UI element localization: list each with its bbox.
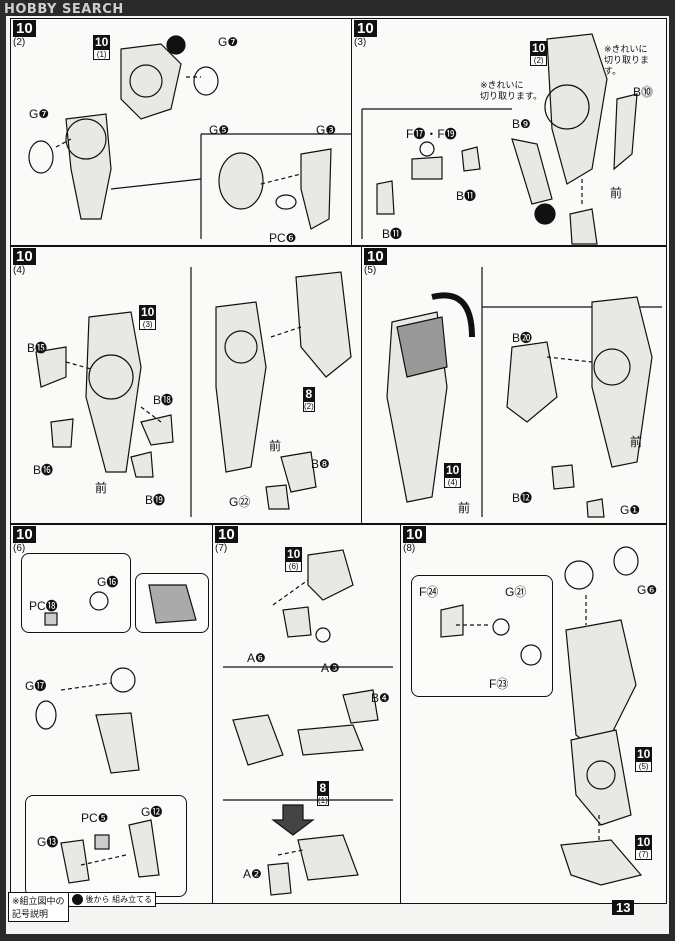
part-label-b9: B❾ — [512, 117, 531, 131]
panel-step-10-4: 10 (4) B⓯ B⓲ B⓰ B⓳ — [10, 246, 363, 524]
step-reference: 10(5) — [635, 747, 653, 772]
part-label-f17-f19: F⓱・F⓳ — [406, 127, 457, 141]
assembly-diagram — [440, 546, 643, 886]
part-label-b11: B⓫ — [456, 189, 477, 203]
step-reference: 10(3) — [139, 305, 157, 330]
legend-note: ※組立図中の記号説明 — [8, 892, 69, 922]
part-label-b15: B⓯ — [27, 341, 48, 355]
panel-step-10-7: 10 (7) A❻ A❸ B❹ A❷ 10(6) — [212, 524, 402, 904]
part-label-g7: G❼ — [218, 35, 239, 49]
part-label-g12: G⓬ — [141, 805, 163, 819]
front-direction: 前 — [95, 481, 108, 495]
assembly-diagram — [386, 267, 662, 518]
front-direction: 前 — [269, 439, 282, 453]
part-label-b11: B⓫ — [382, 227, 403, 241]
assembly-diagram — [223, 549, 393, 896]
assemble-later-icon — [72, 894, 83, 905]
step-reference: 10(1) — [93, 35, 111, 60]
part-label-f24: F㉔ — [419, 585, 439, 599]
detail-inset — [21, 553, 131, 633]
note-cut-cleanly: ※きれいに切り取ります。 — [480, 81, 543, 102]
part-label-a3: A❸ — [321, 661, 340, 675]
legend-assemble-later: 後から 組み立てる — [68, 892, 157, 907]
note-cut-cleanly: ※きれいに切り取ります。 — [604, 45, 650, 77]
sub-step: (4) — [13, 265, 26, 276]
step-number: 10 — [13, 20, 36, 37]
step-number: 10 — [215, 526, 238, 543]
step-number: 10 — [364, 248, 387, 265]
part-label-pc18: PC⓲ — [29, 599, 58, 613]
assembly-diagram — [35, 267, 352, 517]
panel-step-10-8: 10 (8) F㉔ G㉑ F㉓ G❻ 10(5) — [400, 524, 667, 904]
part-label-g21: G㉑ — [505, 585, 527, 599]
detail-inset — [411, 575, 553, 697]
sub-step: (2) — [13, 37, 26, 48]
part-label-f23: F㉓ — [489, 677, 509, 691]
sub-step: (5) — [364, 265, 377, 276]
assembly-diagram — [35, 584, 197, 884]
part-label-b12: B⓬ — [512, 491, 533, 505]
step-number: 10 — [403, 526, 426, 543]
part-label-g6: G❻ — [637, 583, 658, 597]
part-label-g1: G❶ — [620, 503, 641, 517]
step-number: 10 — [13, 526, 36, 543]
part-label-a6: A❻ — [247, 651, 266, 665]
part-label-pc6: PC❻ — [269, 231, 297, 245]
step-reference: 10(4) — [444, 463, 462, 488]
part-label-g3: G❸ — [316, 123, 337, 137]
part-label-b19: B⓳ — [145, 493, 166, 507]
sub-step: (7) — [215, 543, 228, 554]
part-label-g17: G⓱ — [25, 679, 47, 693]
front-direction: 前 — [630, 435, 643, 449]
part-label-g5: G❺ — [209, 123, 230, 137]
part-label-b18: B⓲ — [153, 393, 174, 407]
sub-step: (6) — [13, 543, 26, 554]
sub-step: (8) — [403, 543, 416, 554]
assembly-diagram — [28, 35, 351, 239]
front-direction: 前 — [458, 501, 471, 515]
panel-step-10-5: 10 (5) B⓴ B⓬ G❶ 前 前 10(4) — [361, 246, 667, 524]
step-reference: 10(6) — [285, 547, 303, 572]
page-number: 13 — [612, 900, 635, 915]
part-label-a2: A❷ — [243, 867, 262, 881]
part-label-g7: G❼ — [29, 107, 50, 121]
watermark: HOBBY SEARCH — [4, 2, 124, 17]
part-label-b20: B⓴ — [512, 331, 533, 345]
instruction-page: 10 (2) G❼ G❼ G❺ G❸ — [6, 16, 669, 934]
part-label-b8: B❽ — [311, 457, 330, 471]
panel-step-10-2: 10 (2) G❼ G❼ G❺ G❸ — [10, 18, 353, 246]
part-label-b10: B⓾ — [633, 85, 654, 99]
step-reference: 8(2) — [303, 387, 315, 412]
step-reference: 10(2) — [530, 41, 548, 66]
sub-step: (3) — [354, 37, 367, 48]
front-direction: 前 — [610, 186, 623, 200]
part-label-pc5: PC❺ — [81, 811, 109, 825]
part-label-g22: G㉒ — [229, 495, 251, 509]
step-reference: 10(7) — [635, 835, 653, 860]
panel-step-10-3: 10 (3) B⓾ B❾ F⓱・F⓳ B⓫ B⓫ 前 ※きれいに切り取り — [351, 18, 667, 246]
step-number: 10 — [13, 248, 36, 265]
part-label-b4: B❹ — [371, 691, 390, 705]
step-number: 10 — [354, 20, 377, 37]
assembly-diagram — [361, 33, 638, 245]
part-label-g13: G⓭ — [37, 835, 59, 849]
part-label-b16: B⓰ — [33, 463, 54, 477]
panel-step-10-6: 10 (6) PC⓲ G⓰ G⓱ PC❺ G⓬ G⓭ — [10, 524, 214, 904]
part-label-g16: G⓰ — [97, 575, 119, 589]
step-reference: 8(1) — [317, 781, 329, 806]
